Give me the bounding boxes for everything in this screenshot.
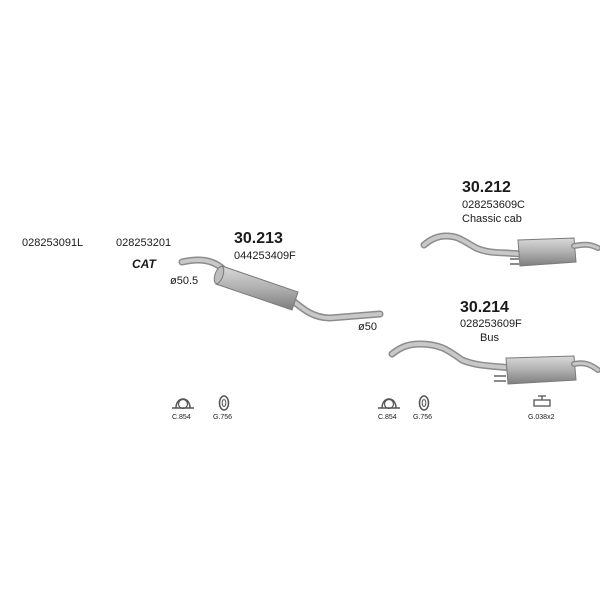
fitting-label: C.854 [172,414,191,421]
cat-part-number-2: 028253201 [116,237,172,249]
clamp-icon[interactable] [172,398,194,410]
application-note-30-214: Bus [480,332,499,344]
part-30-212-drawing[interactable] [420,232,600,267]
part-code-30-212[interactable]: 30.212 [462,179,511,196]
oem-number-30-214: 028253609F [460,318,522,330]
cat-part-number: 028253091L [22,237,84,249]
oem-number-30-213: 044253409F [234,250,296,262]
fitting-label: G.756 [213,414,233,421]
diameter-out-label: ø50 [358,321,377,333]
application-note-30-212: Chassic cab [462,213,522,225]
fitting-label: G.756 [413,414,433,421]
rubber-ring-icon[interactable] [218,395,230,411]
clamp-icon[interactable] [378,398,400,410]
fitting-label: G.038x2 [528,414,555,421]
hanger-icon[interactable] [533,395,551,407]
cat-label: CAT [132,257,156,271]
oem-number-30-212: 028253609C [462,199,526,211]
part-30-214-drawing[interactable] [388,340,600,385]
part-30-213-drawing[interactable] [178,256,384,322]
part-code-30-214[interactable]: 30.214 [460,299,509,316]
fitting-label: C.854 [378,414,397,421]
part-code-30-213[interactable]: 30.213 [234,230,283,247]
rubber-ring-icon[interactable] [418,395,430,411]
diameter-in-label: ø50.5 [170,275,199,287]
